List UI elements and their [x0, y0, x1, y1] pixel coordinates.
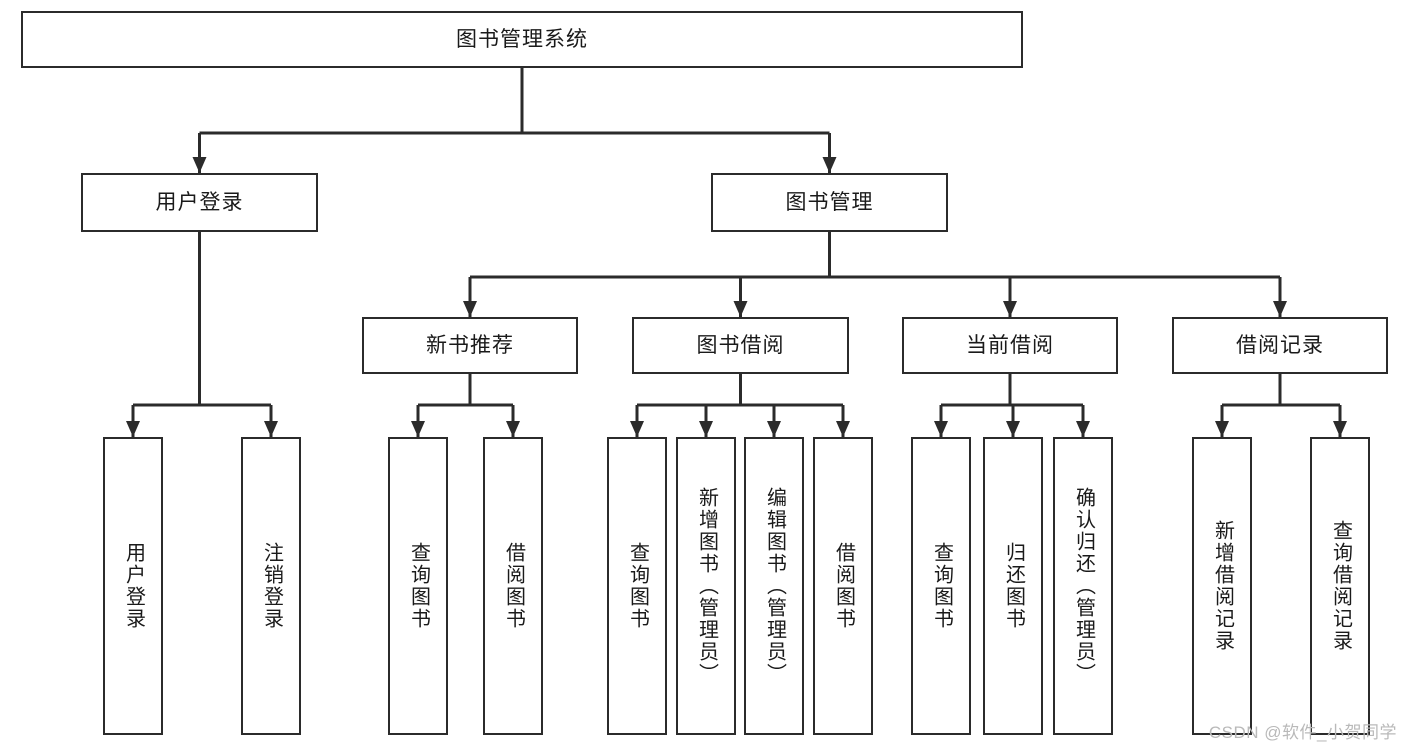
connector-arrowhead: [1076, 421, 1090, 437]
node-label: 注销登录: [260, 542, 283, 630]
node-leaf-borrow-book-2[interactable]: 借阅图书: [813, 437, 873, 735]
connector-arrowhead: [1003, 301, 1017, 317]
node-label: 图书管理系统: [456, 27, 588, 51]
node-label: 新增图书（管理员）: [695, 487, 718, 685]
node-book-manage[interactable]: 图书管理: [711, 173, 948, 232]
connector-arrowhead: [1215, 421, 1229, 437]
node-label: 查询借阅记录: [1329, 520, 1352, 652]
connector-arrowhead: [264, 421, 278, 437]
node-leaf-confirm-return[interactable]: 确认归还（管理员）: [1053, 437, 1113, 735]
connector-arrowhead: [463, 301, 477, 317]
node-label: 新增借阅记录: [1211, 520, 1234, 652]
node-label: 用户登录: [155, 190, 244, 214]
node-new-book-rec[interactable]: 新书推荐: [362, 317, 578, 374]
node-label: 图书管理: [785, 190, 874, 214]
node-label: 新书推荐: [426, 333, 514, 357]
connector-arrowhead: [934, 421, 948, 437]
connector-arrowhead: [126, 421, 140, 437]
node-leaf-query-book-2[interactable]: 查询图书: [607, 437, 667, 735]
node-leaf-logout[interactable]: 注销登录: [241, 437, 301, 735]
connector-arrowhead: [630, 421, 644, 437]
node-leaf-query-book-3[interactable]: 查询图书: [911, 437, 971, 735]
node-label: 查询图书: [407, 542, 430, 630]
connector-arrowhead: [1006, 421, 1020, 437]
node-root[interactable]: 图书管理系统: [21, 11, 1023, 68]
node-leaf-user-login[interactable]: 用户登录: [103, 437, 163, 735]
node-label: 借阅图书: [832, 542, 855, 630]
node-label: 编辑图书（管理员）: [763, 487, 786, 685]
node-label: 当前借阅: [966, 333, 1054, 357]
connector-arrowhead: [822, 157, 837, 173]
node-label: 归还图书: [1002, 542, 1025, 630]
node-leaf-edit-book[interactable]: 编辑图书（管理员）: [744, 437, 804, 735]
connector-arrowhead: [506, 421, 520, 437]
node-leaf-add-record[interactable]: 新增借阅记录: [1192, 437, 1252, 735]
node-book-borrow[interactable]: 图书借阅: [632, 317, 849, 374]
node-leaf-query-record[interactable]: 查询借阅记录: [1310, 437, 1370, 735]
connector-arrowhead: [411, 421, 425, 437]
node-label: 借阅图书: [502, 542, 525, 630]
connector-arrowhead: [699, 421, 713, 437]
node-label: 图书借阅: [696, 333, 785, 357]
node-label: 确认归还（管理员）: [1072, 487, 1095, 685]
connector-arrowhead: [192, 157, 207, 173]
connector-arrowhead: [836, 421, 850, 437]
node-user-login[interactable]: 用户登录: [81, 173, 318, 232]
connector-arrowhead: [1333, 421, 1347, 437]
connector-arrowhead: [767, 421, 781, 437]
connector-arrowhead: [733, 301, 748, 317]
node-current-borrow[interactable]: 当前借阅: [902, 317, 1118, 374]
node-leaf-query-book-1[interactable]: 查询图书: [388, 437, 448, 735]
node-label: 查询图书: [930, 542, 953, 630]
connector-arrowhead: [1273, 301, 1287, 317]
node-borrow-record[interactable]: 借阅记录: [1172, 317, 1388, 374]
node-leaf-add-book[interactable]: 新增图书（管理员）: [676, 437, 736, 735]
node-label: 用户登录: [122, 542, 145, 630]
node-label: 借阅记录: [1236, 333, 1324, 357]
watermark-label: CSDN @软件_小贺同学: [1208, 723, 1397, 742]
node-leaf-return-book[interactable]: 归还图书: [983, 437, 1043, 735]
node-leaf-borrow-book-1[interactable]: 借阅图书: [483, 437, 543, 735]
node-label: 查询图书: [626, 542, 649, 630]
